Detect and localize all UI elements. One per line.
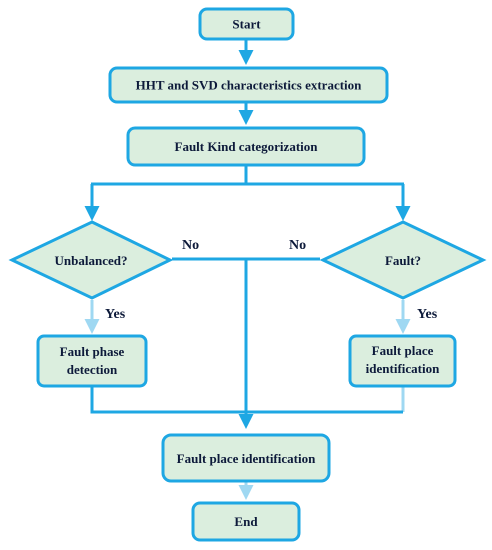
decision-fault: Fault? [319,220,487,300]
label-yes-left: Yes [105,307,126,322]
decision-unbalanced: Unbalanced? [8,220,174,300]
node-start-label: Start [232,17,261,32]
node-end-label: End [234,514,258,529]
node-phase-detection: Fault phase detection [36,334,148,388]
node-phase-detection-line1: Fault phase [60,344,125,359]
node-place-identification-right: Fault place identification [348,334,457,388]
node-extraction-label: HHT and SVD characteristics extraction [136,78,363,93]
node-phase-detection-line2: detection [67,362,118,377]
edge-phase-detection-to-merge [90,386,246,414]
label-no-right: No [289,238,306,253]
node-place-identification: Fault place identification [161,433,331,483]
node-end: End [191,501,301,542]
node-categorization: Fault Kind categorization [126,126,366,167]
decision-unbalanced-label: Unbalanced? [55,253,128,268]
node-place-identification-label: Fault place identification [177,451,316,466]
label-no-left: No [182,238,199,253]
node-place-identification-right-line1: Fault place [372,343,434,358]
node-categorization-label: Fault Kind categorization [175,139,319,154]
decision-fault-label: Fault? [385,253,421,268]
label-yes-right: Yes [417,307,438,322]
node-place-identification-right-line2: identification [366,361,440,376]
node-extraction: HHT and SVD characteristics extraction [108,66,389,104]
node-start: Start [198,7,295,41]
